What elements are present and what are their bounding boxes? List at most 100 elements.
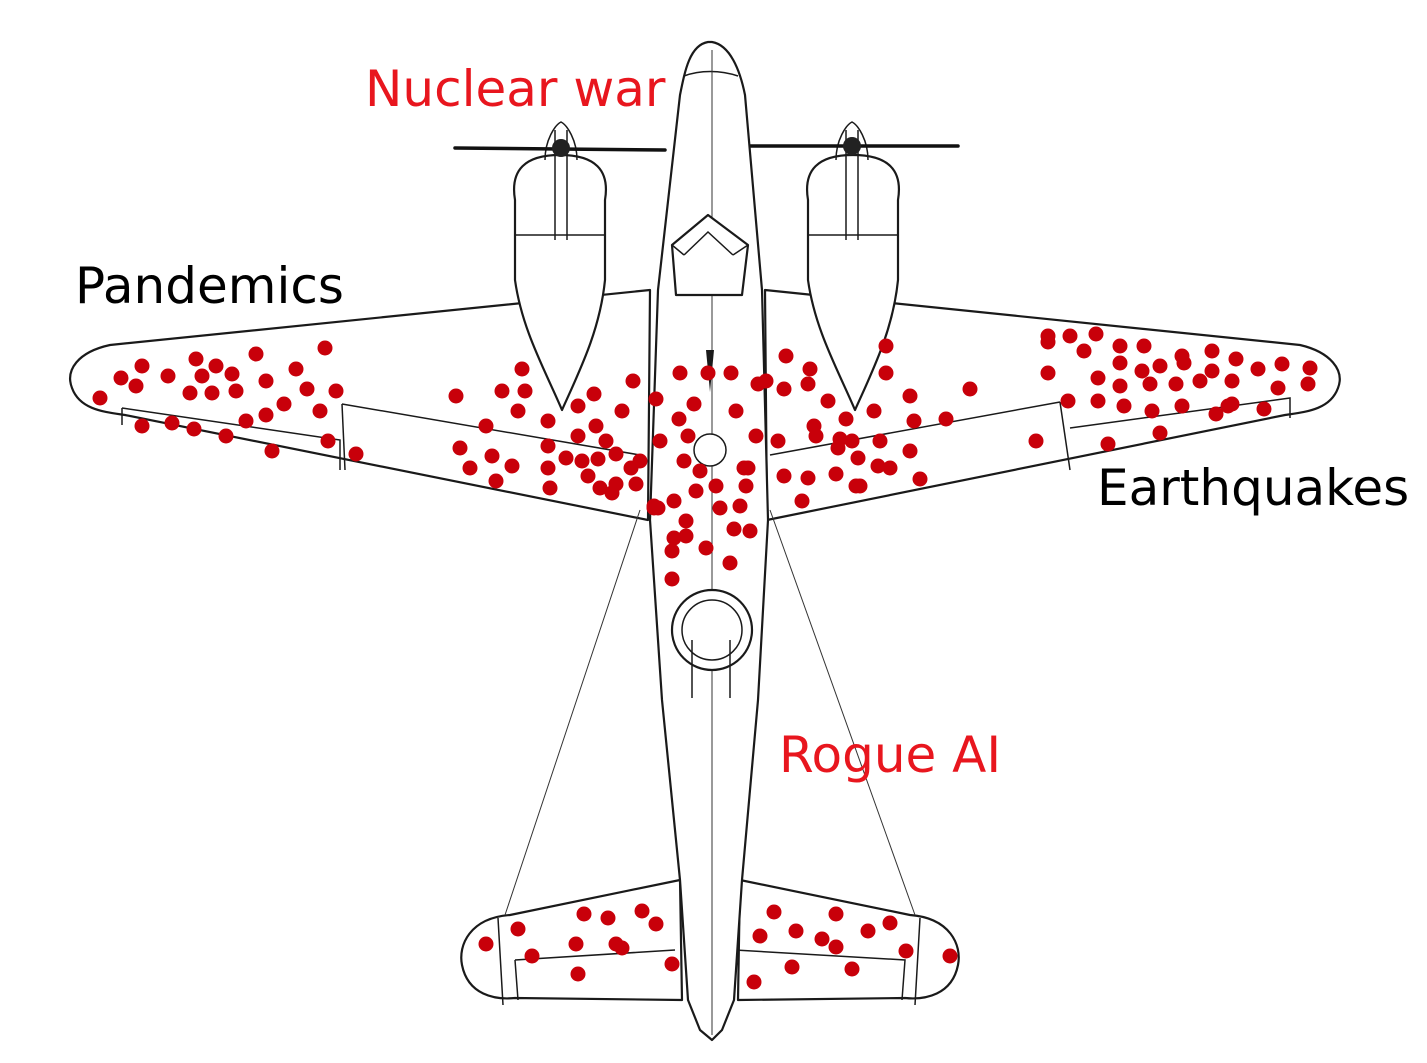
damage-dot — [776, 381, 792, 397]
damage-dot — [722, 555, 738, 571]
damage-dot — [800, 376, 816, 392]
damage-dot — [1112, 355, 1128, 371]
damage-dot — [588, 418, 604, 434]
damage-dot — [878, 365, 894, 381]
damage-dot — [264, 443, 280, 459]
damage-dot — [1136, 338, 1152, 354]
damage-dot — [1168, 376, 1184, 392]
damage-dot — [666, 493, 682, 509]
damage-dot — [542, 480, 558, 496]
damage-dot — [794, 493, 810, 509]
damage-dot — [1152, 358, 1168, 374]
damage-dot — [452, 440, 468, 456]
damage-dot — [820, 393, 836, 409]
damage-dot — [228, 383, 244, 399]
damage-dot — [570, 966, 586, 982]
damage-dot — [814, 931, 830, 947]
damage-dot — [942, 948, 958, 964]
damage-dot — [248, 346, 264, 362]
damage-dot — [1142, 376, 1158, 392]
damage-dot — [678, 528, 694, 544]
damage-dot — [348, 446, 364, 462]
right-propeller — [748, 137, 960, 155]
damage-dot — [1204, 343, 1220, 359]
damage-dot — [113, 370, 129, 386]
damage-dot — [160, 368, 176, 384]
damage-dot — [462, 460, 478, 476]
damage-dot — [746, 974, 762, 990]
damage-dot — [188, 351, 204, 367]
damage-dot — [320, 433, 336, 449]
damage-dot — [776, 468, 792, 484]
damage-dot — [238, 413, 254, 429]
damage-dot — [712, 500, 728, 516]
damage-dot — [688, 483, 704, 499]
damage-dot — [860, 923, 876, 939]
damage-dot — [1076, 343, 1092, 359]
damage-dot — [570, 398, 586, 414]
damage-dot — [92, 390, 108, 406]
damage-dot — [288, 361, 304, 377]
damage-dot — [540, 438, 556, 454]
damage-dot — [1302, 360, 1318, 376]
damage-dot — [912, 471, 928, 487]
damage-dot — [484, 448, 500, 464]
damage-dot — [671, 411, 687, 427]
damage-dot — [276, 396, 292, 412]
damage-dot — [870, 458, 886, 474]
damage-dot — [828, 939, 844, 955]
damage-dot — [728, 403, 744, 419]
damage-dot — [680, 428, 696, 444]
damage-dot — [164, 415, 180, 431]
damage-dot — [608, 476, 624, 492]
damage-dot — [1116, 398, 1132, 414]
damage-dot — [1112, 378, 1128, 394]
damage-dot — [208, 358, 224, 374]
damage-dot — [770, 433, 786, 449]
damage-dot — [1152, 425, 1168, 441]
damage-dot — [312, 403, 328, 419]
damage-dot — [882, 915, 898, 931]
damage-dot — [1228, 351, 1244, 367]
damage-dot — [830, 440, 846, 456]
main-wing — [69, 288, 1341, 522]
damage-dot — [1100, 436, 1116, 452]
damage-dot — [258, 407, 274, 423]
damage-dot — [1060, 393, 1076, 409]
damage-dot — [1028, 433, 1044, 449]
damage-dot — [1274, 356, 1290, 372]
damage-dot — [866, 403, 882, 419]
damage-dot — [664, 956, 680, 972]
damage-dot — [580, 468, 596, 484]
damage-dot — [1192, 373, 1208, 389]
damage-dot — [938, 411, 954, 427]
damage-dot — [800, 470, 816, 486]
damage-dot — [752, 928, 768, 944]
label-nuclear-war: Nuclear war — [365, 60, 666, 118]
label-rogue-ai: Rogue AI — [779, 726, 1001, 784]
damage-dot — [1090, 370, 1106, 386]
damage-dot — [1270, 380, 1286, 396]
damage-dot — [540, 413, 556, 429]
damage-dot — [732, 498, 748, 514]
damage-dot — [586, 386, 602, 402]
damage-dot — [850, 450, 866, 466]
damage-dot — [134, 418, 150, 434]
damage-dot — [664, 571, 680, 587]
wing-flaps — [121, 397, 1291, 471]
fuselage — [648, 40, 770, 1042]
damage-dot — [692, 463, 708, 479]
damage-dot — [524, 948, 540, 964]
damage-dot — [666, 530, 682, 546]
damage-dot — [128, 378, 144, 394]
label-pandemics: Pandemics — [75, 257, 344, 315]
label-earthquakes: Earthquakes — [1097, 459, 1409, 517]
damage-dot — [186, 421, 202, 437]
damage-dot — [510, 921, 526, 937]
damage-dot — [676, 453, 692, 469]
damage-dot — [494, 383, 510, 399]
damage-dot — [808, 428, 824, 444]
damage-dot — [590, 451, 606, 467]
damage-dot — [1144, 403, 1160, 419]
damage-dot — [328, 383, 344, 399]
